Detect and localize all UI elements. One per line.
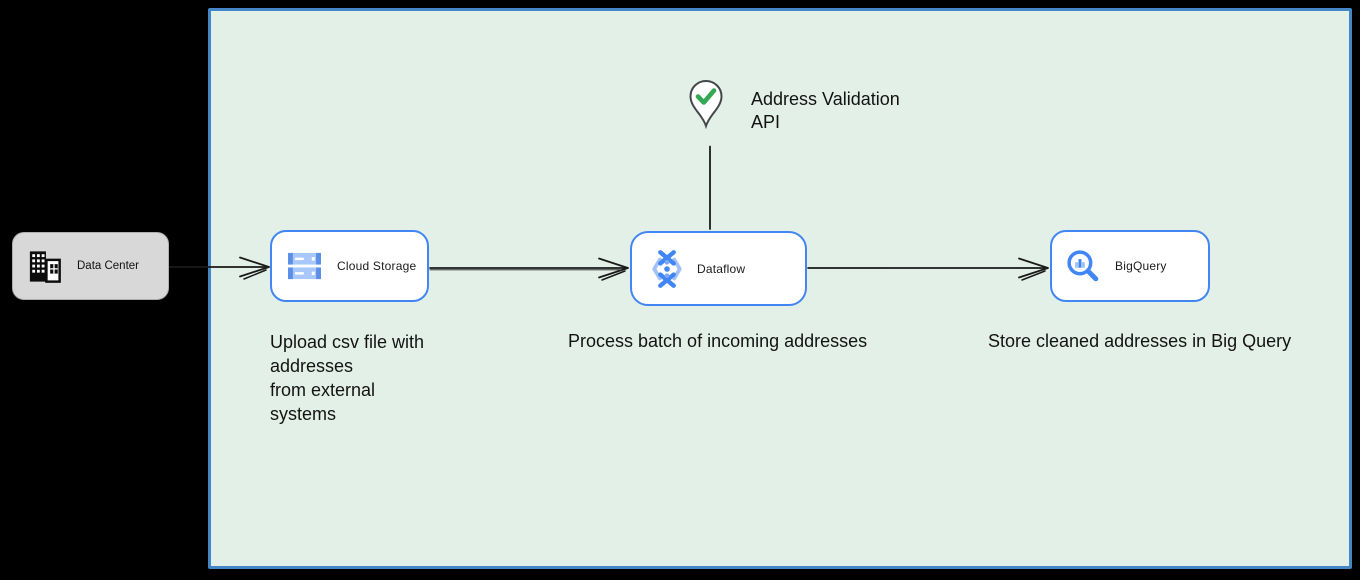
bigquery-node[interactable]: BigQuery (1050, 230, 1210, 302)
data-center-label: Data Center (77, 260, 140, 272)
building-icon (29, 250, 61, 283)
dataflow-label: Dataflow (697, 261, 746, 276)
caption-store-cleaned: Store cleaned addresses in Big Query (988, 331, 1292, 351)
bigquery-icon (1067, 249, 1099, 281)
cloud-storage-icon (288, 252, 321, 279)
dataflow-icon (652, 249, 682, 288)
map-pin-check-icon (689, 79, 723, 130)
data-center-node[interactable]: Data Center (12, 232, 169, 300)
bigquery-label: BigQuery (1115, 259, 1167, 273)
cloud-storage-label: Cloud Storage (337, 259, 417, 273)
address-validation-api-label: Address Validation API (751, 89, 900, 132)
cloud-storage-node[interactable]: Cloud Storage (270, 230, 429, 302)
caption-upload-csv: Upload csv file with addresses from exte… (270, 332, 425, 424)
dataflow-node[interactable]: Dataflow (630, 231, 807, 306)
address-validation-api-marker (687, 79, 725, 142)
caption-process-batch: Process batch of incoming addresses (568, 331, 868, 351)
